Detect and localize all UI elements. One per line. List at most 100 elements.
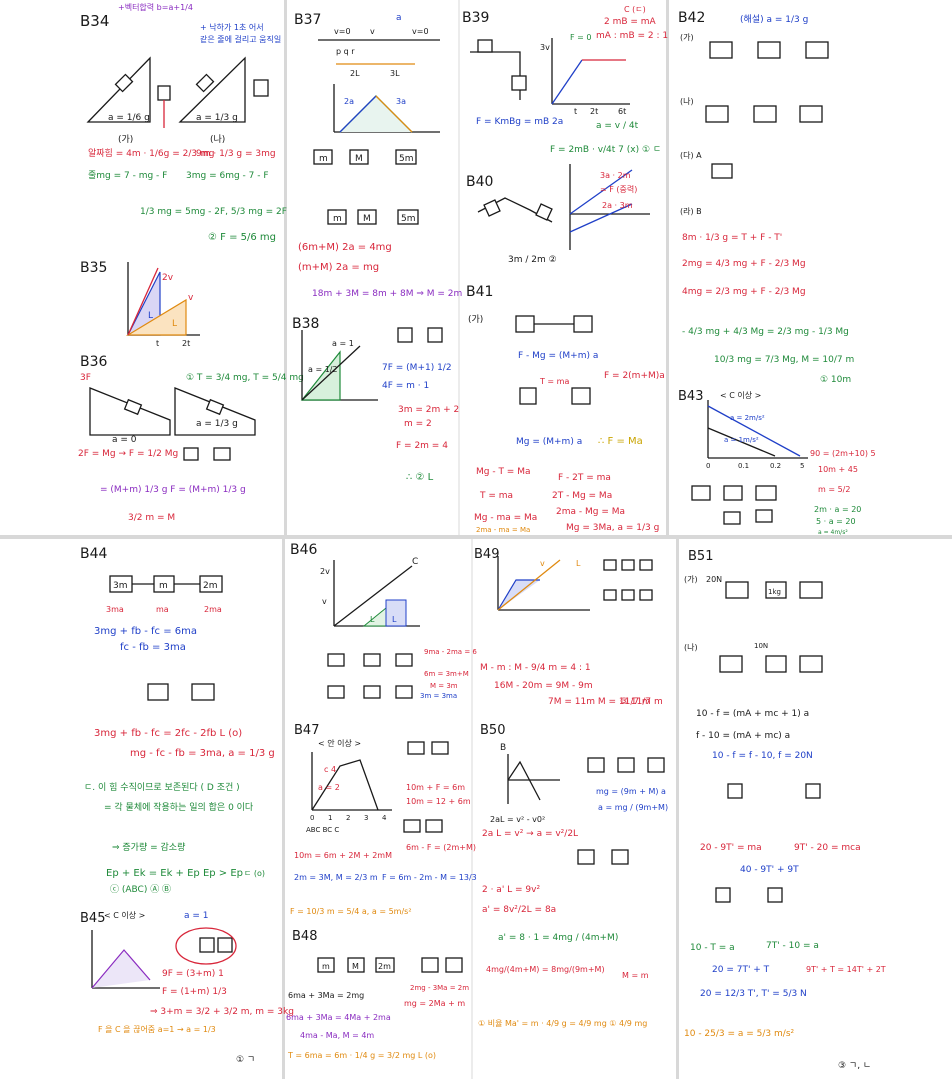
b44-label-c: ㄷ (o) bbox=[244, 869, 265, 878]
panel-b44: B44 3m m 2m 3ma ma 2ma 3mg + fb - fc = 6… bbox=[80, 546, 275, 895]
b42-box-3 bbox=[711, 163, 733, 179]
b38-eq5: F = 2m = 4 bbox=[396, 441, 448, 451]
b45-note: F 을 C 을 끊어줌 a=1 → a = 1/3 bbox=[98, 1024, 216, 1034]
b36-box-2f bbox=[213, 447, 231, 461]
b43-tick-1: 0.1 bbox=[738, 462, 749, 470]
b37-box-5m bbox=[395, 149, 417, 165]
b43-eq2: 10m + 45 bbox=[818, 465, 858, 474]
b51-eq12: 10 - 25/3 = a = 5/3 m/s² bbox=[684, 1029, 795, 1039]
b43-line-2 bbox=[707, 427, 776, 457]
b43-box-2 bbox=[723, 485, 743, 501]
b40-block-a bbox=[483, 199, 501, 217]
b38-title: B38 bbox=[292, 316, 319, 332]
b44-note3: ⇒ 증가량 = 감소량 bbox=[112, 841, 185, 853]
b42-eq5: 10/3 mg = 7/3 Mg, M = 10/7 m bbox=[714, 355, 854, 365]
b35-label-2t: 2t bbox=[182, 339, 190, 348]
b41-eq11: 2ma - Mg = Ma bbox=[556, 507, 625, 517]
b47-curve bbox=[311, 759, 379, 811]
b39-eq1: F = KmBg = mB 2a bbox=[476, 117, 563, 127]
panel-b43: B43 < C 이상 > a = 2m/s² a = 1m/s² 0 0.1 0… bbox=[678, 389, 876, 536]
b41-eq3: T = ma bbox=[539, 377, 569, 386]
b43-header: < C 이상 > bbox=[720, 390, 761, 400]
b48-eq3: 6ma + 3Ma = 4Ma + 2ma bbox=[286, 1013, 391, 1022]
b37-3a: 3a bbox=[396, 97, 406, 106]
panel-b47: B47 < 안 이상 > c 4 a = 2 0 1 2 3 4 ABC BC … bbox=[290, 723, 477, 916]
b47-title: B47 bbox=[294, 723, 319, 738]
b43-line-1 bbox=[707, 405, 801, 457]
b46-title: B46 bbox=[290, 542, 318, 558]
b43-title: B43 bbox=[678, 389, 703, 404]
panel-b39: B39 C (ㄷ) 2 mB = mA mA : mB = 2 : 1 F = … bbox=[462, 5, 668, 155]
b46-eq2: 6m = 3m+M bbox=[424, 670, 469, 678]
b34-answer: ② F = 5/6 mg bbox=[208, 232, 276, 243]
b48-box-big-m-label: M bbox=[352, 962, 359, 971]
b42-eq4: - 4/3 mg + 4/3 Mg = 2/3 mg - 1/3 Mg bbox=[682, 327, 849, 337]
b37-box2-5m-label: 5m bbox=[401, 214, 416, 224]
b37-box-big-m-label: M bbox=[355, 154, 363, 164]
b38-answer: ∴ ② L bbox=[406, 472, 434, 483]
b46-label-c: C bbox=[412, 557, 418, 567]
b39-2t: 2t bbox=[590, 107, 598, 116]
b43-tick-0: 0 bbox=[706, 462, 710, 470]
b49-graph bbox=[497, 579, 540, 611]
panel-b40: B40 3a · 2m = F (중력) 2a · 3m 3m / 2m ② bbox=[466, 164, 650, 265]
b49-eq1: M - m : M - 9/4 m = 4 : 1 bbox=[480, 663, 591, 673]
b51-20n: 20N bbox=[706, 575, 722, 584]
b37-box-m bbox=[313, 149, 333, 165]
b41-box-m bbox=[515, 315, 535, 333]
b37-title: B37 bbox=[294, 12, 321, 28]
b51-10n: 10N bbox=[754, 642, 768, 650]
b51-1kg: 1kg bbox=[768, 588, 781, 596]
b51-eq3: 10 - f = f - 10, f = 20N bbox=[712, 751, 813, 761]
b50-box2-m bbox=[611, 849, 629, 865]
b41-eq8: T = ma bbox=[479, 491, 513, 501]
panel-b36: B36 3F a = 0 a = 1/3 g ① T = 3/4 mg, T =… bbox=[78, 354, 304, 523]
panel-b46: B46 C 2v v L L 9ma - 2ma = 6 6m = 3m+M M… bbox=[290, 542, 477, 700]
b49-box-2 bbox=[621, 559, 635, 571]
b44-box-2m-label: 2m bbox=[203, 581, 218, 591]
b43-box-1 bbox=[691, 485, 711, 501]
b51-box2-a bbox=[719, 655, 743, 673]
b44-eq2: fc - fb = 3ma bbox=[120, 642, 186, 653]
b34-header-note: +벡터합력 b=a+1/4 bbox=[118, 2, 193, 12]
b47-eq4: 10m = 6m + 2M + 2mM bbox=[294, 851, 392, 860]
b40-ratio: 3m / 2m ② bbox=[508, 255, 557, 265]
b44-box-m-label: m bbox=[159, 581, 168, 591]
b39-ratio2: mA : mB = 2 : 1 bbox=[596, 31, 668, 41]
b36-eq2: = (M+m) 1/3 g F = (M+m) 1/3 g bbox=[100, 485, 246, 495]
b43-tick-2: 0.2 bbox=[770, 462, 781, 470]
b49-box-1 bbox=[603, 559, 617, 571]
b39-3v: 3v bbox=[540, 43, 550, 52]
b40-eq1: 3a · 2m bbox=[600, 171, 631, 180]
b51-box2-b bbox=[765, 655, 787, 673]
b48-box-m bbox=[317, 957, 335, 973]
b36-box-m bbox=[183, 447, 199, 461]
b37-v0: v=0 bbox=[334, 27, 351, 36]
b45-box-b bbox=[199, 937, 215, 953]
b44-eq3: 3mg + fb - fc = 2fc - 2fb L (o) bbox=[94, 728, 242, 739]
b39-block-b bbox=[511, 75, 527, 91]
b47-tick-0: 0 bbox=[310, 814, 314, 822]
b35-label-2v: 2v bbox=[162, 273, 174, 283]
b41-eq13: Mg = 3Ma, a = 1/3 g bbox=[566, 523, 659, 533]
panel-b35: B35 2v v L L t 2t bbox=[80, 260, 200, 348]
b49-box-3 bbox=[639, 559, 653, 571]
b47-tick-2: 2 bbox=[346, 814, 350, 822]
b34-eq2: 줄mg = 7 - mg - F bbox=[88, 170, 167, 181]
b34-eq3: 1/3 mg = 5mg - 2F, 5/3 mg = 2F bbox=[140, 207, 287, 217]
b50-eq2: a = mg / (9m+M) bbox=[598, 803, 668, 812]
b47-eq3: 6m - F = (2m+M) bbox=[406, 843, 476, 852]
b36-top-eq: ① T = 3/4 mg, T = 5/4 mg bbox=[186, 373, 304, 383]
b46-box-1 bbox=[327, 653, 345, 667]
panel-b41: B41 (가) F - Mg = (M+m) a F = 2(m+M)a T =… bbox=[466, 284, 665, 534]
b48-eq5: T = 6ma = 6m · 1/4 g = 3/2 mg L (o) bbox=[287, 1051, 436, 1060]
b37-a: a bbox=[396, 13, 402, 23]
b36-incline-left bbox=[89, 387, 171, 436]
b49-v: v bbox=[540, 559, 545, 568]
b38-area bbox=[300, 350, 341, 401]
b40-eq2: = F (중력) bbox=[600, 184, 637, 194]
b46-eq3: M = 3m bbox=[430, 682, 458, 690]
b51-box-a bbox=[725, 581, 749, 599]
b42-box-1b bbox=[757, 41, 781, 59]
